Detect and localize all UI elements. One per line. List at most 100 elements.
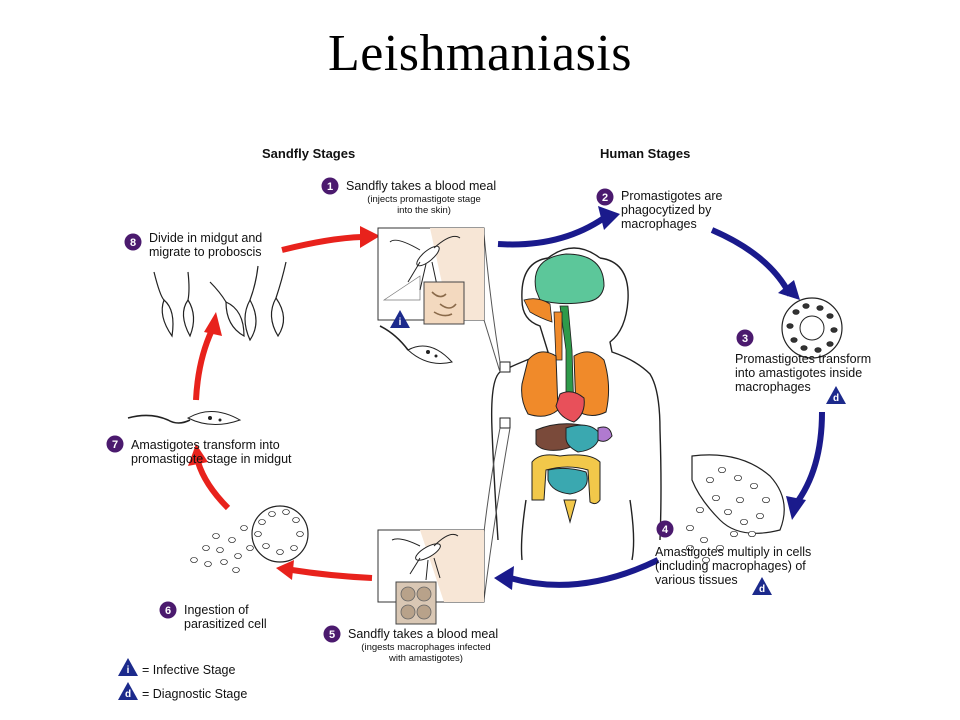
step-7: 7 Amastigotes transform intopromastigote … (106, 435, 292, 466)
step-text: promastigote stage in midgut (131, 452, 292, 466)
arrowhead-to-2 (598, 206, 620, 230)
heart (555, 391, 585, 423)
amastigote (216, 547, 224, 553)
step-subtext: with amastigotes) (388, 653, 463, 664)
arrow-5-to-6 (291, 567, 373, 581)
arrowhead-to-8 (204, 312, 222, 336)
step-number: 1 (327, 181, 333, 193)
arrowhead-to-4 (786, 496, 806, 520)
step-marker (323, 625, 341, 643)
human-arrowheads (494, 206, 806, 590)
arrowhead-to-7 (188, 444, 208, 466)
arrow-3-to-4 (792, 411, 825, 507)
step-number: 7 (112, 439, 118, 451)
amastigote (786, 323, 794, 329)
sandfly-panel-bottom (377, 529, 485, 625)
amastigote (826, 341, 834, 347)
amastigote (826, 313, 834, 319)
svg-text:d: d (125, 689, 131, 700)
amastigote (202, 545, 210, 551)
amastigote (734, 474, 742, 482)
arrow-6-to-7 (195, 461, 231, 511)
amastigote (756, 512, 764, 520)
amastigote (686, 544, 694, 552)
amastigote (748, 530, 756, 538)
infective-stage-badge: i (390, 310, 410, 328)
step-subtext: (injects promastigote stage (367, 194, 481, 205)
amastigote (830, 327, 838, 333)
arrow-2-to-3 (710, 227, 793, 297)
amastigote (246, 545, 254, 551)
step-text: into amastigotes inside (735, 366, 862, 380)
amastigote (258, 519, 266, 525)
step-text: Divide in midgut and (149, 231, 262, 245)
step-subtext: into the skin) (397, 205, 451, 216)
arrow-4-to-5 (509, 557, 660, 588)
amastigote (276, 549, 284, 555)
step-number: 2 (602, 192, 608, 204)
step-text: (including macrophages) of (655, 559, 806, 573)
amastigote (800, 345, 808, 351)
arm-site-lower (499, 417, 511, 429)
diagnostic-stage-badge: d (752, 577, 772, 595)
amastigote (792, 309, 800, 315)
amastigote (730, 530, 738, 538)
legend-diagnostic-badge: d (118, 682, 138, 700)
rectum (563, 499, 577, 524)
stomach (565, 424, 601, 453)
legend-label: = Diagnostic Stage (142, 687, 247, 701)
trachea (553, 311, 563, 361)
amastigote (816, 305, 824, 311)
kidney (597, 426, 613, 442)
step-marker (106, 435, 124, 453)
step-marker (656, 520, 674, 538)
amastigote (228, 537, 236, 543)
amastigote (212, 533, 220, 539)
sandfly-body (416, 245, 440, 267)
amastigote (814, 347, 822, 353)
step-text: Sandfly takes a blood meal (348, 627, 498, 641)
step-text: macrophages (621, 217, 697, 231)
amastigotes-in-tissue (686, 466, 770, 564)
amastigote (292, 517, 300, 523)
arrow-8-to-1 (281, 234, 363, 253)
amastigote (724, 508, 732, 516)
svg-text:d: d (833, 393, 839, 404)
promastigote-free (379, 325, 453, 364)
infected-tissue-cell (691, 454, 785, 534)
step-text: parasitized cell (184, 617, 267, 631)
amastigote (762, 496, 770, 504)
step-marker (124, 233, 142, 251)
small-intestine (547, 467, 588, 495)
amastigote (736, 496, 744, 504)
amastigote (686, 524, 694, 532)
amastigote (234, 553, 242, 559)
step-subtext: (ingests macrophages infected (361, 642, 490, 653)
brain (534, 253, 605, 305)
step-text: various tissues (655, 573, 738, 587)
step-text: macrophages (735, 380, 811, 394)
step-number: 6 (165, 605, 171, 617)
arrow-1-to-2 (497, 215, 606, 248)
human-stages-header: Human Stages (600, 146, 690, 161)
amastigote (716, 544, 724, 552)
step-text: Sandfly takes a blood meal (346, 179, 496, 193)
arrow-7-to-8 (193, 328, 215, 401)
diagnostic-stage-badge: d (826, 386, 846, 404)
human-cycle-arrows (497, 215, 825, 588)
svg-text:d: d (759, 584, 765, 595)
step-text: Promastigotes transform (735, 352, 871, 366)
amastigote (290, 545, 298, 551)
arrowhead-to-5 (494, 566, 514, 590)
amastigote (220, 559, 228, 565)
step-text: Amastigotes transform into (131, 438, 280, 452)
human-figure (490, 247, 662, 561)
dividing-promastigotes (153, 261, 287, 342)
legend-infective-badge: i (118, 658, 138, 676)
